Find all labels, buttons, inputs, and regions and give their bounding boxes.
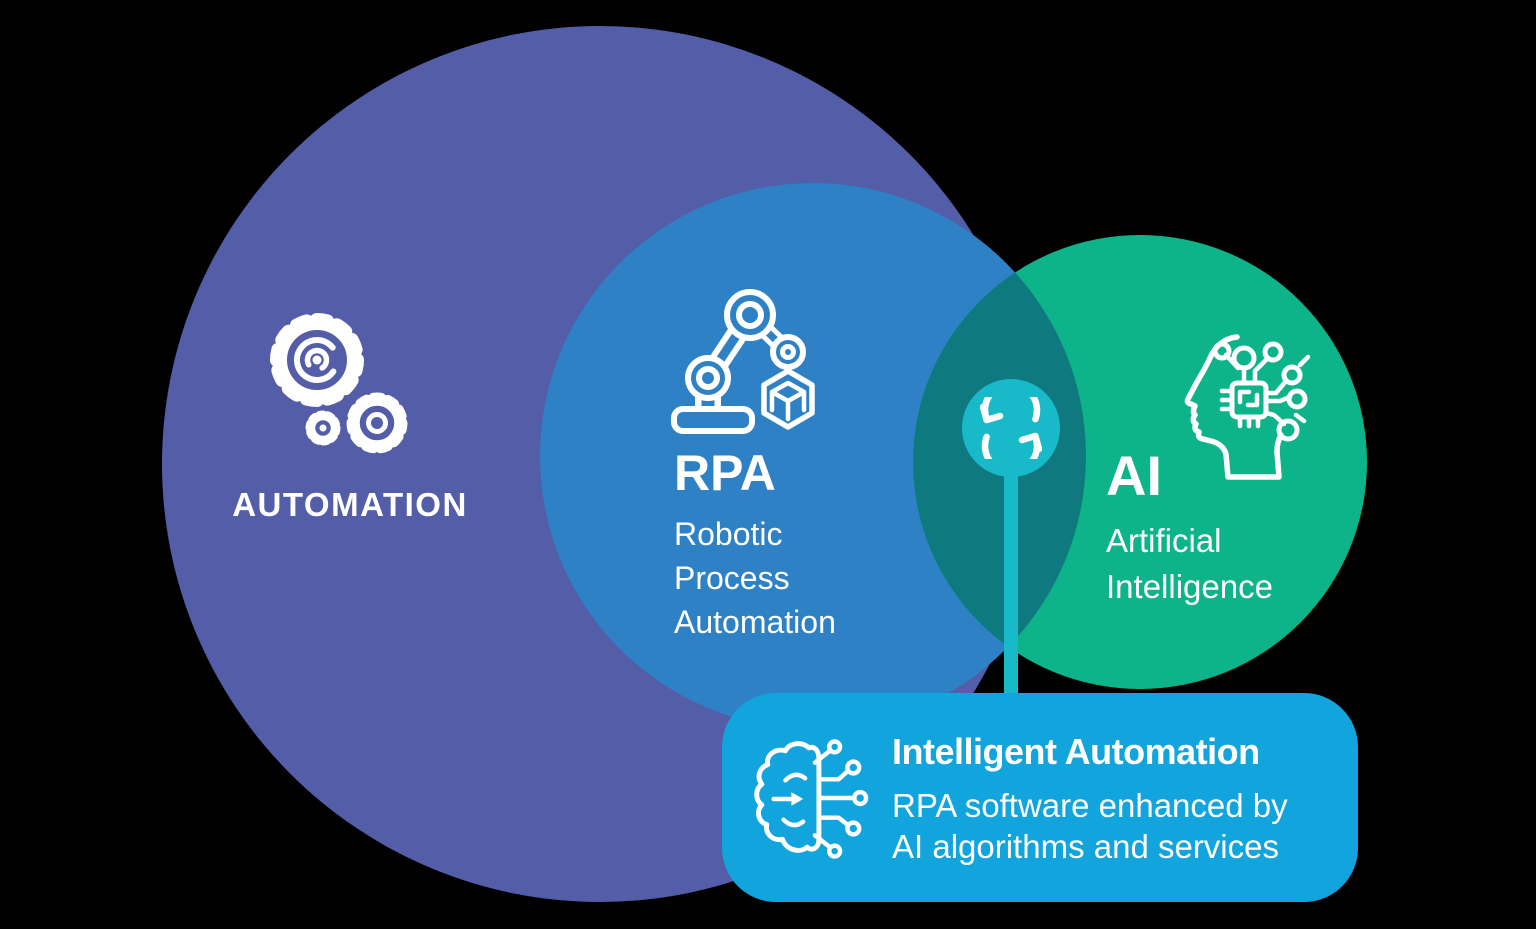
ai-head-chip-icon: [1184, 334, 1311, 480]
ai-name-line: Intelligence: [1106, 568, 1273, 605]
ai-abbr: AI: [1106, 444, 1162, 507]
rpa-circle: [540, 183, 1086, 729]
rpa-label-block: RPA Robotic Process Automation: [674, 448, 836, 644]
ai-label-block: AI Artificial Intelligence: [1106, 448, 1273, 610]
rpa-abbr: RPA: [674, 445, 776, 501]
gears-icon: [270, 313, 408, 454]
callout-title: Intelligent Automation: [892, 731, 1260, 772]
brain-circuit-icon: [754, 739, 869, 859]
intelligent-automation-callout: Intelligent Automation RPA software enha…: [722, 693, 1358, 902]
ai-name-line: Artificial: [1106, 522, 1222, 559]
callout-description-line: AI algorithms and services: [892, 828, 1279, 865]
rpa-name-line: Robotic: [674, 516, 783, 552]
callout-text: Intelligent Automation RPA software enha…: [892, 729, 1288, 867]
connector-stem: [1004, 428, 1018, 694]
rpa-name-line: Process: [674, 560, 790, 596]
automation-label: AUTOMATION: [232, 486, 468, 523]
callout-description-line: RPA software enhanced by: [892, 787, 1288, 824]
rpa-name-line: Automation: [674, 604, 836, 640]
overlap-lens: [913, 235, 1086, 689]
robot-arm-icon: [671, 289, 815, 434]
sync-icon: [980, 397, 1042, 459]
